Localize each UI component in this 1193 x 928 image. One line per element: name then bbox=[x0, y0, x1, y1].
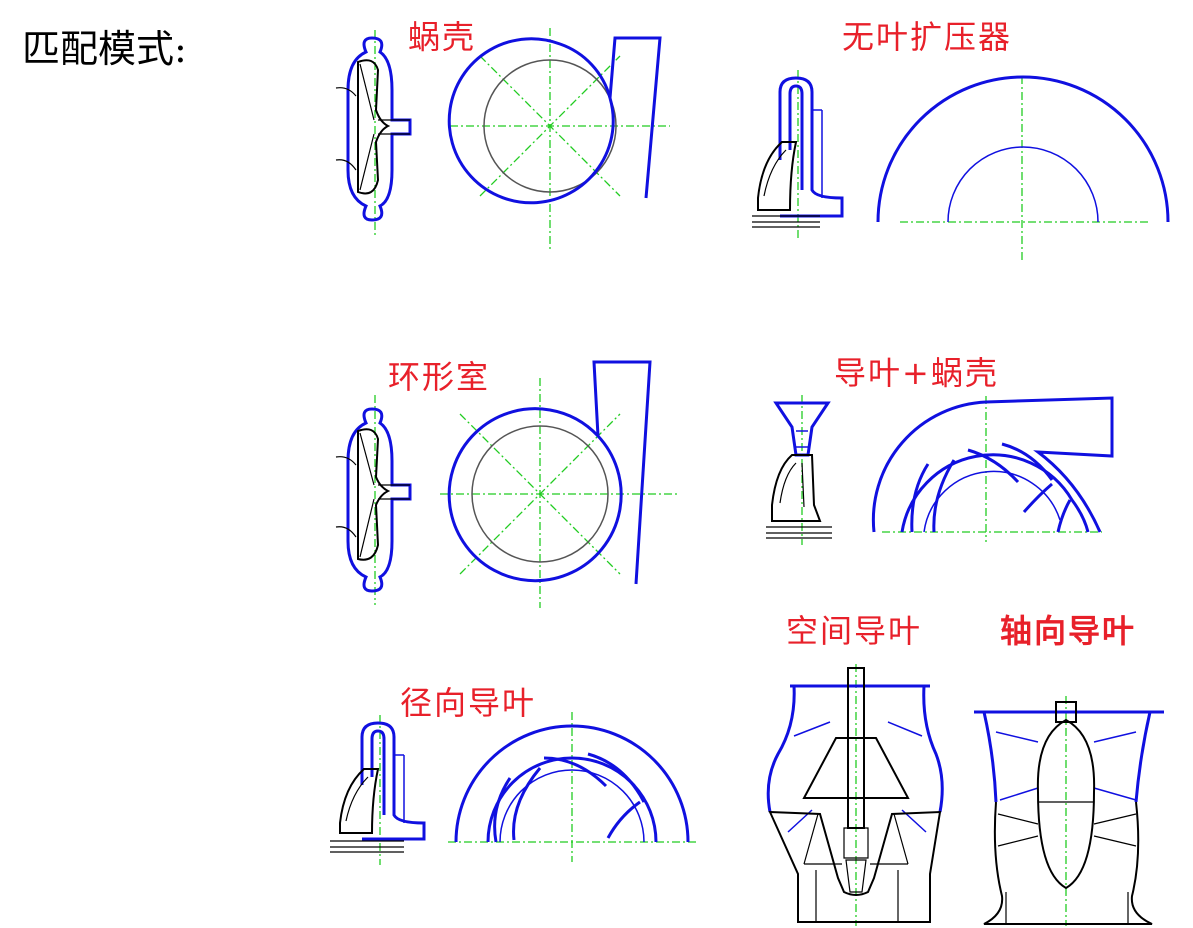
vaneless-diffuser-side-section bbox=[752, 70, 844, 240]
page-title: 匹配模式: bbox=[22, 27, 187, 71]
spatial-guide-vane-section bbox=[766, 664, 944, 926]
label-radial-guide-vane: 径向导叶 bbox=[400, 684, 537, 722]
radial-guide-vane-side-section bbox=[330, 715, 426, 865]
vane-volute-front-view bbox=[871, 396, 1114, 542]
vaneless-diffuser-front-view bbox=[876, 75, 1170, 262]
annular-chamber-side-section bbox=[335, 395, 412, 605]
label-vane-plus-volute: 导叶+蜗壳 bbox=[834, 354, 999, 392]
label-spatial-guide-vane: 空间导叶 bbox=[786, 612, 923, 650]
axial-guide-vane-section bbox=[974, 696, 1164, 926]
annular-chamber-front-view bbox=[440, 360, 680, 608]
label-vaneless-diffuser: 无叶扩压器 bbox=[842, 18, 1013, 56]
vane-volute-side-section bbox=[766, 395, 832, 545]
label-volute: 蜗壳 bbox=[408, 18, 477, 56]
label-annular-chamber: 环形室 bbox=[388, 358, 491, 396]
volute-side-section bbox=[335, 30, 412, 235]
radial-guide-vane-front-view bbox=[448, 712, 698, 862]
label-axial-guide-vane: 轴向导叶 bbox=[1000, 612, 1137, 650]
volute-front-view bbox=[447, 28, 670, 250]
